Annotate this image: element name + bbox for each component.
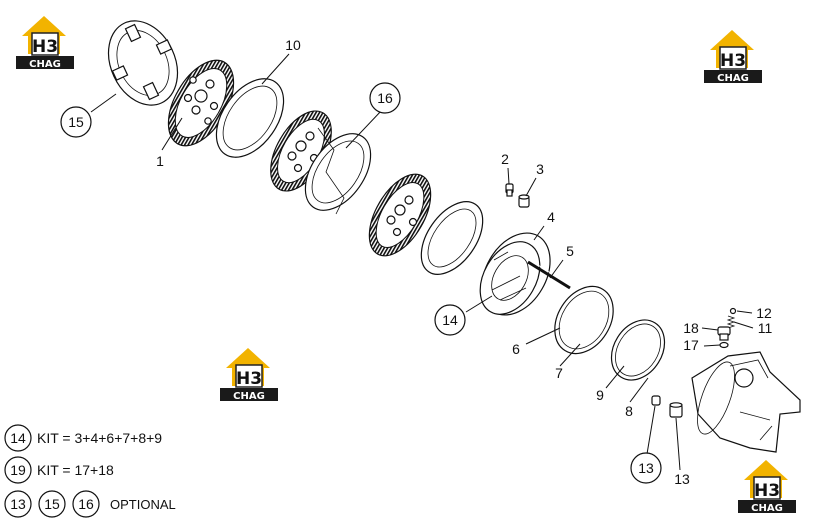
watermark-logo-top-right: H3 CHAG <box>703 29 763 84</box>
part-11-spring <box>726 315 736 329</box>
callout-13-circle: 13 <box>630 452 662 484</box>
callout-6: 6 <box>512 341 520 357</box>
callout-14-circle: 14 <box>434 304 466 336</box>
part-13-screw <box>651 395 661 406</box>
legend: 14 KIT = 3+4+6+7+8+9 19 KIT = 17+18 13 1… <box>4 424 176 518</box>
callout-10: 10 <box>285 37 301 53</box>
callout-8: 8 <box>625 403 633 419</box>
logo-bottom-text: CHAG <box>29 59 61 70</box>
watermark-logo-bottom-right: H3 CHAG <box>737 459 797 514</box>
callout-18: 18 <box>683 320 699 336</box>
legend-row-kit-19: 19 KIT = 17+18 <box>4 456 114 484</box>
part-17-washer <box>719 341 729 349</box>
part-16-spring-plate <box>304 127 372 215</box>
legend-ref-16: 16 <box>78 496 94 512</box>
legend-row-kit-14: 14 KIT = 3+4+6+7+8+9 <box>4 424 162 452</box>
callout-16: 16 <box>377 90 393 106</box>
legend-ref-19: 19 <box>10 462 26 478</box>
callout-2: 2 <box>501 151 509 167</box>
callout-14: 14 <box>442 312 458 328</box>
part-9-ring <box>610 319 666 381</box>
logo-top-text: H3 <box>236 369 262 389</box>
legend-text-kit-19: KIT = 17+18 <box>37 462 114 478</box>
part-3-bushing <box>518 194 530 208</box>
part-13-bushing <box>669 402 683 418</box>
legend-text-optional: OPTIONAL <box>110 497 176 512</box>
logo-bottom-text: CHAG <box>717 73 749 84</box>
part-separator-plate-2 <box>420 201 484 275</box>
callout-15-circle: 15 <box>60 106 92 138</box>
legend-ref-14: 14 <box>10 430 26 446</box>
callout-11: 11 <box>758 320 773 336</box>
leader-lines <box>90 53 754 471</box>
callout-1: 1 <box>156 153 164 169</box>
logo-top-text: H3 <box>32 37 58 57</box>
part-5-bolt <box>527 259 571 290</box>
part-10-separator-plate <box>215 78 285 158</box>
legend-ref-15: 15 <box>44 496 60 512</box>
part-friction-disc-3 <box>368 173 432 257</box>
part-housing <box>691 351 801 453</box>
legend-ref-13: 13 <box>10 496 26 512</box>
callout-9: 9 <box>596 387 604 403</box>
part-15-cover-plate <box>107 20 179 106</box>
logo-bottom-text: CHAG <box>751 503 783 514</box>
callout-5: 5 <box>566 243 574 259</box>
logo-bottom-text: CHAG <box>233 391 265 402</box>
callout-13-plain: 13 <box>674 471 690 487</box>
callout-17: 17 <box>683 337 699 353</box>
part-2-screw <box>505 183 514 197</box>
watermark-logo-top-left: H3 CHAG <box>15 15 75 70</box>
part-4-piston <box>479 232 551 316</box>
callout-labels: 1 2 3 4 5 6 7 8 9 10 11 12 13 18 17 <box>156 37 772 487</box>
callout-4: 4 <box>547 209 555 225</box>
watermark-logo-middle: H3 CHAG <box>219 347 279 402</box>
part-12-ball <box>729 307 737 315</box>
logo-top-text: H3 <box>754 481 780 501</box>
callout-7: 7 <box>555 365 563 381</box>
callout-15: 15 <box>68 114 84 130</box>
legend-row-optional: 13 15 16 OPTIONAL <box>4 490 176 518</box>
part-6-seal-ring <box>554 285 614 355</box>
callout-16-circle: 16 <box>369 82 401 114</box>
legend-text-kit-14: KIT = 3+4+6+7+8+9 <box>37 430 162 446</box>
part-18-plug <box>717 326 731 341</box>
callout-13: 13 <box>638 460 654 476</box>
logo-top-text: H3 <box>720 51 746 71</box>
callout-12: 12 <box>756 305 772 321</box>
callout-3: 3 <box>536 161 544 177</box>
